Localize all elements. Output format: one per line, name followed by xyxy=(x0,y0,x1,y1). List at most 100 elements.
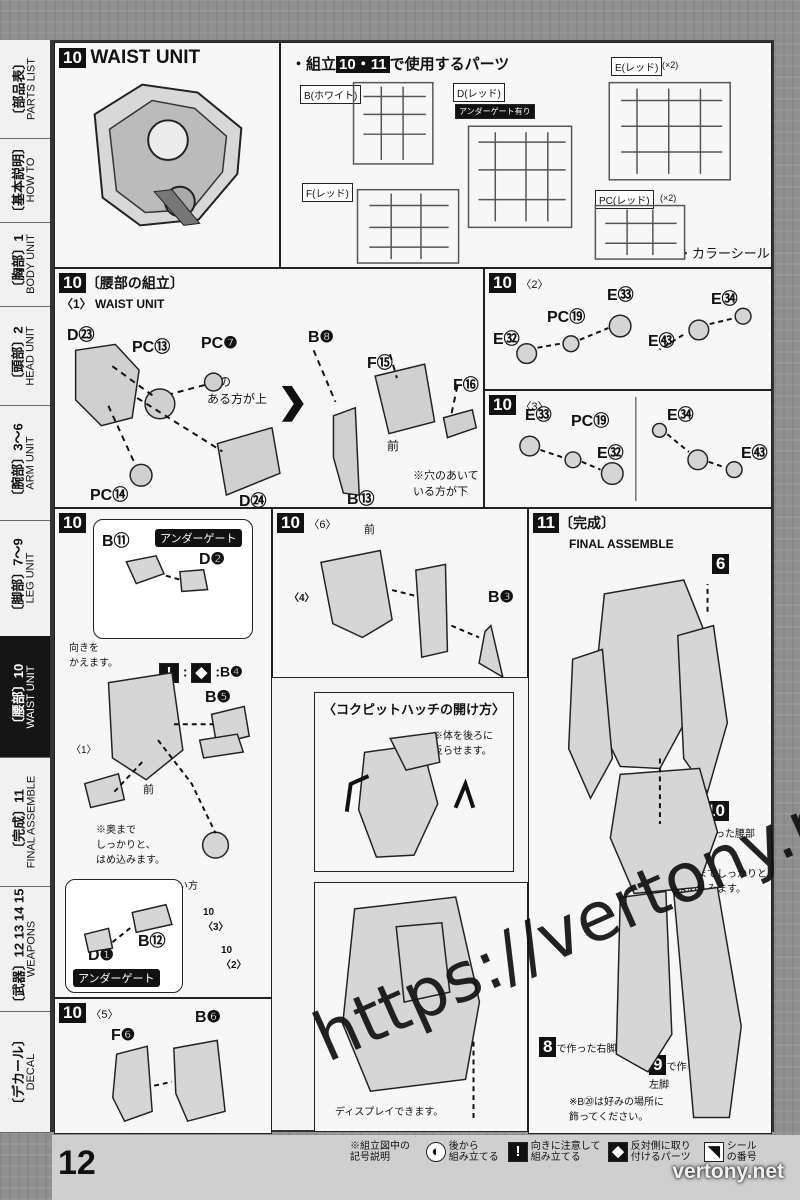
part-d2: D❷ xyxy=(199,551,225,568)
substep-ref-3: 10 〈3〉 xyxy=(203,907,229,933)
step-number: 10 xyxy=(59,48,86,68)
part-f15: F⑮ xyxy=(367,355,393,372)
step-10-3-panel: 10 〈3〉 E㉝ PC⑲ E㉜ E㉞ E㊸ xyxy=(484,390,772,508)
tab-jp: 〔頭部〕2 xyxy=(11,325,26,386)
tab-jp: 〔武器〕12 13 14 15 xyxy=(11,888,26,1009)
b20-display-note: ※B⑳は好みの場所に 飾ってください。 xyxy=(569,1097,665,1123)
step-subtitle: 〈1〉 WAIST UNIT xyxy=(61,295,164,312)
runner-f-label: F(レッド) xyxy=(302,183,353,202)
tab-jp: 〔デカール〕 xyxy=(11,1032,27,1111)
under-gate-badge: アンダーゲート xyxy=(155,529,242,547)
step-title: 10〔腰部の組立〕 xyxy=(59,273,184,293)
right-leg-label: で作った右脚 xyxy=(556,1044,617,1055)
runner-d-label: D(レッド) xyxy=(453,83,505,102)
step-number: 11 xyxy=(533,513,559,533)
step-heading: 〔腰部の組立〕 xyxy=(85,275,184,291)
tab-jp: 〔腕部〕3〜6 xyxy=(11,422,26,503)
substep-label: 〈2〉 xyxy=(520,279,549,291)
runner-pc-label: PC(レッド) xyxy=(595,190,654,209)
step-heading: 10 〈2〉 xyxy=(489,273,549,293)
part-e33: E㉝ xyxy=(607,287,634,304)
front-label: 前 xyxy=(364,524,375,536)
legend-mirror: ◆ 反対側に取り 付けるパーツ xyxy=(608,1141,691,1163)
reference-part: B❹ xyxy=(220,663,243,680)
legend-title: ※組立図中の 記号説明 xyxy=(350,1141,410,1163)
step-title: 〔完成〕 xyxy=(558,515,615,531)
tab-jp: 〔基本説明〕 xyxy=(11,140,27,220)
part-b6: B❻ xyxy=(195,1009,221,1026)
part-b12: B⑫ xyxy=(138,933,166,950)
step-number: 10 xyxy=(489,395,516,415)
color-seal-note: ・カラーシール xyxy=(679,246,770,261)
step-10-6-panel: 10 〈6〉 前 〈4〉 B❸ xyxy=(272,508,528,678)
runner-b-label: B(ホワイト) xyxy=(300,85,362,104)
tab-en: DECAL xyxy=(25,1053,38,1090)
substep-label: 〈6〉 xyxy=(308,519,337,531)
substep-label: 〈5〉 xyxy=(90,1009,119,1021)
heading-step-numbers: 10・11 xyxy=(336,56,390,73)
waist-unit-overview: 10 WAIST UNIT xyxy=(54,42,280,268)
step-10-1-drawing xyxy=(74,343,478,497)
step-heading: 10 〈6〉 xyxy=(277,513,337,533)
step-number: 10 xyxy=(277,513,304,533)
step-10-5-panel: 10 〈5〉 F❻ B❻ xyxy=(54,998,272,1134)
display-note: ディスプレイできます。 xyxy=(335,1107,444,1118)
runner-e-count: (×2) xyxy=(662,60,679,70)
part-e32: E㉜ xyxy=(597,445,624,462)
step-10-4-panel: 10 〈4〉 B⑪ アンダーゲート D❷ 向きを かえます。 ! : ◆ :B❹… xyxy=(54,508,272,998)
under-gate-badge: アンダーゲート xyxy=(73,969,160,987)
runner-sprue-drawings xyxy=(352,81,731,264)
runner-pc-count: (×2) xyxy=(660,193,677,203)
heading-suffix: で使用するパーツ xyxy=(389,56,510,73)
part-f6: F❻ xyxy=(111,1027,136,1044)
tab-parts-list[interactable]: 〔部品表〕PARTS LIST xyxy=(0,40,50,139)
mirror-icon: ◆ xyxy=(191,663,212,683)
cockpit-detail-drawing xyxy=(341,896,481,1121)
step-10-6-drawing xyxy=(320,549,504,677)
part-b11: B⑪ xyxy=(102,533,130,550)
part-b3: B❸ xyxy=(488,589,514,606)
cockpit-hatch-panel: 〈コクピットハッチの開け方〉 ※体を後ろに 反らせます。 xyxy=(314,692,514,872)
runner-e-label: E(レッド) xyxy=(611,57,663,76)
final-assembly-drawing xyxy=(567,579,742,1119)
heading-prefix: ・組立 xyxy=(291,56,337,73)
part-d23: D㉓ xyxy=(67,327,95,344)
part-e34: E㉞ xyxy=(711,291,738,308)
legend-direction: ! 向きに注意して 組み立てる xyxy=(508,1141,600,1163)
mirror-icon: ◆ xyxy=(608,1142,628,1162)
substep-label: 〈1〉 xyxy=(61,297,92,311)
step-number: 10 xyxy=(59,1003,86,1023)
hole-down-note: ※穴のあいて いる方が下 xyxy=(413,470,479,498)
step-heading: 10 〈3〉 xyxy=(489,395,549,415)
tab-how-to[interactable]: 〔基本説明〕HOW TO xyxy=(0,138,50,223)
press-firmly-note: ※奥まで しっかりと、 はめ込みます。 xyxy=(96,825,165,866)
tab-en: HOW TO xyxy=(25,157,38,203)
step-11-panel: 11〔完成〕 FINAL ASSEMBLE 6 10 で作った腰部 ※奥までしっ… xyxy=(528,508,772,1134)
part-pc7: PC❼ xyxy=(201,335,238,352)
lean-back-note: ※体を後ろに 反らせます。 xyxy=(433,731,493,757)
step-10-5-drawing xyxy=(111,1039,226,1123)
tab-en: FINAL ASSEMBLE xyxy=(25,775,37,868)
part-f16: F⑯ xyxy=(453,377,479,394)
part-b8: B❽ xyxy=(308,329,334,346)
substep-label: 〈3〉 xyxy=(520,401,549,413)
section-header: 10 WAIST UNIT xyxy=(59,47,200,69)
tab-jp: 〔脚部〕7〜9 xyxy=(11,538,26,618)
legend-mirror-label: 反対側に取り 付けるパーツ xyxy=(630,1141,691,1163)
tab-en: ARM UNIT xyxy=(25,435,37,490)
tab-decal[interactable]: 〔デカール〕DECAL xyxy=(0,1011,50,1133)
section-title: WAIST UNIT xyxy=(90,47,201,68)
under-gate-note: アンダーゲート有り xyxy=(455,104,535,119)
part-d24: D㉔ xyxy=(239,493,267,510)
